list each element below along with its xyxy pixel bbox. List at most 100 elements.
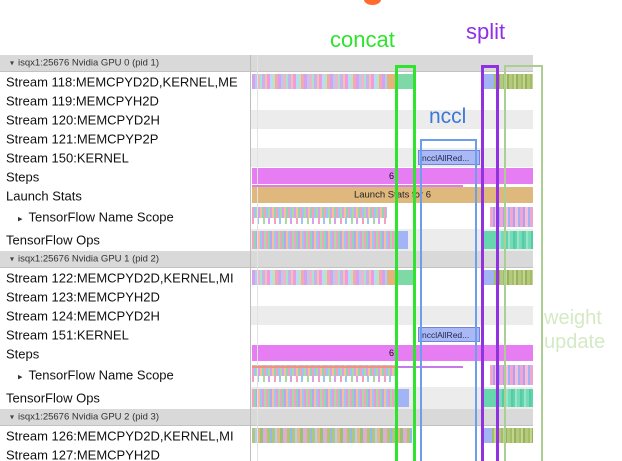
cropped-orange-text-fragment [364,0,381,5]
row-label-cell: Stream 120:MEMCPYD2H [0,110,246,129]
timeline-row: Stream 150:KERNEL ncclAllRed... [0,148,622,167]
gpu-section-header-label: ▾isqx1:25676 Nvidia GPU 2 (pid 3) [10,412,159,423]
row-label-cell: Stream 121:MEMCPYP2P [0,129,246,148]
track-segment-orange[interactable] [387,270,398,285]
collapse-icon[interactable]: ▾ [10,412,15,422]
row-label-cell: TensorFlow Ops [0,387,246,409]
row-label-cell: Stream 127:MEMCPYH2D [0,445,246,461]
split-annotation-label: split [466,19,506,44]
collapse-icon[interactable]: ▾ [10,58,15,68]
row-label: Steps [6,169,39,184]
track-segment-multi2[interactable] [252,428,412,443]
row-label-cell: Stream 124:MEMCPYD2H [0,306,246,325]
row-label-text: Stream 127:MEMCPYH2D [6,447,160,461]
row-label-cell: Launch Stats [0,186,246,205]
track-segment-teal[interactable] [398,74,413,89]
row-label: Stream 150:KERNEL [6,150,129,165]
timeline-row: Stream 127:MEMCPYH2D [0,445,622,461]
timeline-row: TensorFlow Ops [0,229,622,251]
row-label: Stream 118:MEMCPYD2D,KERNEL,ME [6,74,238,89]
gpu-section-header[interactable]: ▾isqx1:25676 Nvidia GPU 1 (pid 2) [0,251,622,268]
gpu-section-header-bar: ▾isqx1:25676 Nvidia GPU 1 (pid 2) [0,251,533,268]
track-segment-blue[interactable] [398,389,409,407]
timeline-row: Stream 151:KERNEL ncclAllRed... [0,325,622,344]
timeline-row: Steps 6 [0,167,622,186]
timeline-gridline [257,55,258,461]
nccl-allreduce-event[interactable]: ncclAllRed... [418,327,480,342]
thin-event-line [252,185,463,187]
row-label-text: Stream 151:KERNEL [6,327,129,342]
gpu-section-title: isqx1:25676 Nvidia GPU 2 (pid 3) [18,411,160,423]
nccl-rect [420,139,477,461]
step-number: 6 [388,171,394,181]
timeline-row: Stream 119:MEMCPYH2D [0,91,622,110]
gpu-section-header[interactable]: ▾isqx1:25676 Nvidia GPU 2 (pid 3) [0,409,622,426]
concat-annotation-label: concat [330,27,395,52]
gpu-section-header-bar: ▾isqx1:25676 Nvidia GPU 2 (pid 3) [0,409,533,426]
row-label: TensorFlow Ops [6,391,100,406]
track-segment-tfops[interactable] [252,231,397,249]
gpu-section-header-label: ▾isqx1:25676 Nvidia GPU 0 (pid 1) [10,58,159,69]
track-segment-steps[interactable]: 6 [252,345,533,361]
concat-rect [395,65,416,461]
row-label-text: Stream 119:MEMCPYH2D [6,93,159,108]
nccl-allreduce-event[interactable]: ncclAllRed... [418,150,480,165]
row-label-cell: Stream 122:MEMCPYD2D,KERNEL,MI [0,268,246,287]
thin-event-line [398,366,463,368]
row-label-text: Stream 124:MEMCPYD2H [6,308,160,323]
track-segment-tfns[interactable] [252,207,387,224]
expand-icon[interactable]: ▸ [18,213,23,224]
track-segment-orange[interactable] [387,74,398,89]
track-segment-blue[interactable] [483,270,494,285]
track-segment-blue[interactable] [397,231,408,249]
track-segment-teal[interactable] [398,270,413,285]
track-segment-tealSolid[interactable] [483,231,497,249]
row-label-text: Launch Stats [6,188,82,203]
row-label-cell: Steps [0,344,246,363]
timeline-row: Stream 120:MEMCPYD2H [0,110,622,129]
track-segment-olive[interactable] [494,270,533,285]
gpu-section-header-bar: ▾isqx1:25676 Nvidia GPU 0 (pid 1) [0,55,533,72]
timeline-row: Stream 126:MEMCPYD2D,KERNEL,MI [0,426,622,445]
collapse-icon[interactable]: ▾ [10,254,15,264]
row-label-cell: Stream 119:MEMCPYH2D [0,91,246,110]
timeline-row: Stream 123:MEMCPYH2D [0,287,622,306]
track-segment-tealSolid[interactable] [483,389,495,407]
nccl-event-label: ncclAllRed... [422,329,470,340]
timeline-row: ▸TensorFlow Name Scope [0,205,622,229]
row-label-text: Stream 123:MEMCPYH2D [6,289,160,304]
track-segment-launch[interactable]: Launch Stats for 6 [252,187,533,203]
row-label-cell: Stream 123:MEMCPYH2D [0,287,246,306]
nccl-annotation-label: nccl [429,105,467,128]
thin-event-line [252,366,398,368]
row-label-text: Stream 121:MEMCPYP2P [6,131,159,146]
track-segment-multi[interactable] [252,74,387,89]
row-label-text: Stream 150:KERNEL [6,150,129,165]
row-label-cell: Stream 151:KERNEL [0,325,246,344]
track-background [250,110,533,129]
track-segment-tfnsRight[interactable] [490,207,533,227]
track-segment-multi[interactable] [252,270,387,285]
track-segment-tfnsRight[interactable] [490,365,533,385]
expand-icon[interactable]: ▸ [18,371,23,382]
track-segment-blue[interactable] [483,428,492,443]
track-segment-tfns[interactable] [252,365,398,382]
row-label: Stream 126:MEMCPYD2D,KERNEL,MI [6,428,234,443]
track-segment-steps[interactable]: 6 [252,168,533,184]
track-segment-olive[interactable] [494,74,533,89]
track-segment-olive[interactable] [492,428,533,443]
track-segment-blue[interactable] [483,74,494,89]
track-segment-tealStripes[interactable] [497,231,533,249]
weight-update-annotation-label: weight update [544,306,605,354]
row-label-cell: Stream 118:MEMCPYD2D,KERNEL,ME [0,72,246,91]
track-segment-tfops[interactable] [252,389,398,407]
row-label-cell[interactable]: ▸ TensorFlow Name Scope [0,363,246,387]
row-label-cell[interactable]: ▸TensorFlow Name Scope [0,205,246,229]
row-label-text: TensorFlow Ops [6,232,100,248]
row-label-text: TensorFlow Name Scope [28,367,174,383]
track-background [250,306,533,325]
timeline-row: Stream 124:MEMCPYD2H [0,306,622,325]
row-label: Stream 124:MEMCPYD2H [6,308,160,323]
gpu-section-title: isqx1:25676 Nvidia GPU 1 (pid 2) [18,253,160,265]
